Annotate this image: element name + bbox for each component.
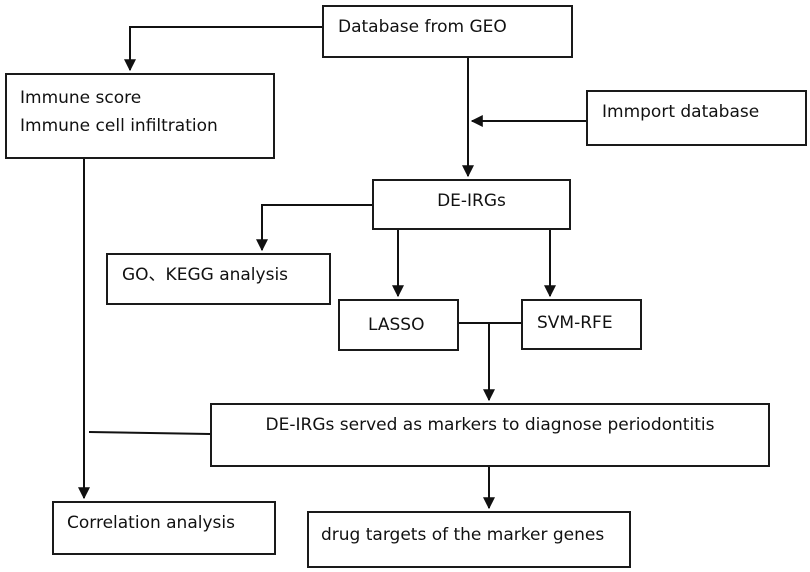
drug-targets-node: drug targets of the marker genes <box>307 511 631 568</box>
database-geo-node: Database from GEO <box>322 5 573 58</box>
de-irgs-label: DE-IRGs <box>437 191 506 211</box>
immune-score-node: Immune score Immune cell infiltration <box>5 73 275 159</box>
correlation-analysis-node: Correlation analysis <box>52 501 276 555</box>
immport-database-node: Immport database <box>586 90 807 146</box>
svm-rfe-node: SVM-RFE <box>521 299 642 350</box>
immport-database-label: Immport database <box>602 102 760 122</box>
go-kegg-node: GO、KEGG analysis <box>106 253 331 305</box>
immune-score-label: Immune score <box>20 88 142 108</box>
database-geo-label: Database from GEO <box>338 17 507 37</box>
de-irgs-markers-label: DE-IRGs served as markers to diagnose pe… <box>265 415 715 435</box>
lasso-label: LASSO <box>368 315 425 335</box>
de-irgs-markers-node: DE-IRGs served as markers to diagnose pe… <box>210 403 770 467</box>
lasso-node: LASSO <box>338 299 459 351</box>
connector-deirgs-to-gokegg <box>256 204 372 252</box>
connector-geo-to-immune <box>124 26 322 72</box>
immune-cell-infiltration-label: Immune cell infiltration <box>20 116 218 136</box>
correlation-analysis-label: Correlation analysis <box>67 513 235 533</box>
go-kegg-label: GO、KEGG analysis <box>122 265 289 285</box>
drug-targets-label: drug targets of the marker genes <box>321 525 605 545</box>
de-irgs-node: DE-IRGs <box>372 179 571 230</box>
svm-rfe-label: SVM-RFE <box>537 313 613 333</box>
connector-markers-to-trunk <box>88 431 211 435</box>
